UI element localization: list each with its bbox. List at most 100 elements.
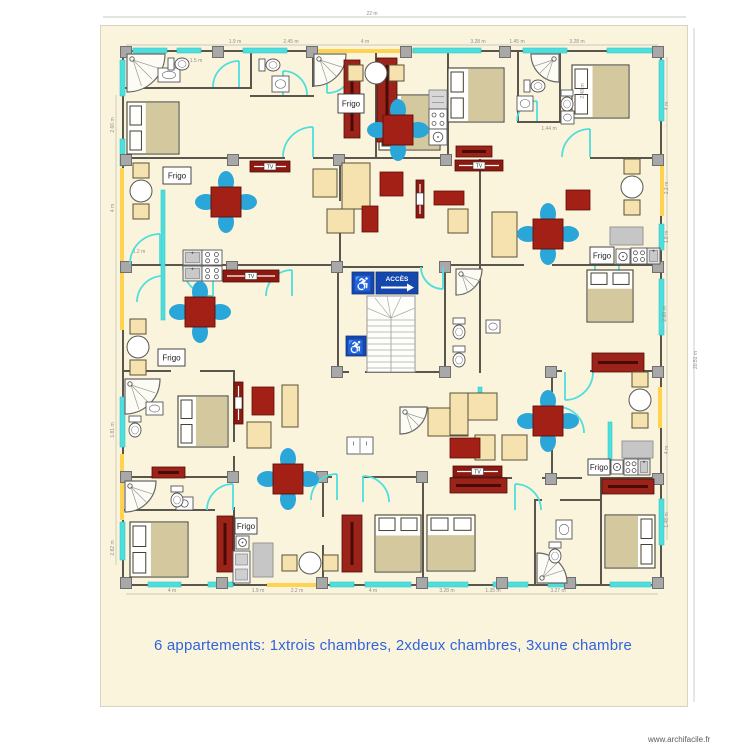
window-segment — [147, 581, 182, 588]
bed-pillow — [640, 518, 653, 539]
shower-head-icon — [129, 56, 135, 62]
wardrobe-label — [456, 484, 501, 487]
window-segment — [119, 521, 126, 561]
wall-segment — [551, 370, 553, 392]
wall-segment — [375, 52, 377, 159]
toilet-bowl-inner — [551, 551, 559, 561]
coffee-table — [251, 386, 275, 416]
wall-segment — [534, 499, 542, 501]
dimension-label: 2.2 m — [291, 588, 304, 594]
bed-blanket — [150, 523, 187, 576]
tv-screen-icon — [471, 467, 484, 476]
burner-icon — [633, 257, 638, 262]
sink-basin-icon — [519, 99, 531, 108]
fridge-label-box — [337, 93, 365, 114]
shower-spray-icon — [319, 59, 343, 68]
toilet-bowl-inner — [177, 60, 187, 68]
bed-blanket — [588, 288, 632, 321]
tv-screen-icon — [472, 161, 486, 170]
cooker-dot-icon — [241, 541, 244, 544]
window-segment — [119, 59, 126, 97]
chair — [631, 412, 649, 429]
window-segment — [522, 47, 568, 54]
shower-spray-icon — [461, 274, 469, 293]
sink-basin-icon — [149, 404, 160, 413]
fridge-label: Frigo — [593, 251, 612, 260]
sink — [516, 95, 534, 112]
window-segment — [658, 223, 665, 251]
watermark-link[interactable]: www.archifacile.fr — [648, 735, 711, 744]
coffee-table — [361, 205, 379, 233]
wardrobe-label — [598, 361, 638, 364]
wardrobe-label — [158, 471, 179, 474]
shower-spray-icon — [132, 59, 160, 69]
structural-pillar — [439, 261, 451, 273]
bed-pillow — [378, 517, 396, 532]
door-arc — [136, 275, 164, 303]
sink — [485, 319, 501, 334]
stair-winder — [390, 296, 402, 319]
sink — [271, 75, 290, 93]
dining-table — [532, 218, 564, 250]
toilet-bowl — [174, 57, 190, 71]
structural-pillar — [306, 46, 318, 58]
window-segment — [658, 498, 665, 546]
door-arc — [564, 371, 594, 401]
toilet-bowl — [452, 352, 466, 368]
structural-pillar — [499, 46, 511, 58]
burner-icon — [213, 268, 219, 273]
sink — [555, 519, 573, 540]
burner-icon — [431, 121, 437, 126]
dimension-label: 1.45 m — [509, 39, 524, 45]
sofa — [281, 384, 299, 428]
dimension-label: 2.66 m — [110, 117, 116, 132]
dimension-label: 2.2 m — [664, 182, 670, 195]
shower-spray-icon — [405, 412, 425, 420]
wall-segment — [339, 159, 341, 201]
bed-pillow — [430, 517, 449, 531]
wall-segment — [600, 477, 602, 585]
structural-pillar — [333, 154, 345, 166]
faucet-icon — [191, 251, 194, 254]
toilet-tank — [523, 79, 531, 93]
sink-basin — [640, 461, 648, 473]
bed-pillow — [132, 552, 147, 574]
structural-pillar — [227, 471, 239, 483]
chair — [388, 64, 405, 82]
shower-head-icon — [127, 381, 133, 387]
wall-segment — [213, 264, 339, 266]
cooker-ring-icon — [432, 131, 444, 143]
wall-segment — [123, 157, 285, 159]
toilet-bowl-inner — [455, 327, 463, 337]
round-table — [298, 551, 322, 575]
wardrobe-label — [385, 65, 389, 135]
shower-spray-icon — [546, 59, 554, 80]
right-arrow-head-icon — [407, 283, 414, 292]
structural-pillar — [400, 46, 412, 58]
bed-pillow — [129, 130, 142, 151]
tv-label: TV — [476, 164, 483, 170]
wall-segment — [123, 87, 252, 89]
chair — [129, 359, 147, 376]
tv-label: TV — [248, 274, 255, 280]
dimension-label: 1.48 m — [664, 512, 670, 527]
wardrobe-label — [608, 485, 648, 488]
wall-segment — [123, 509, 215, 511]
stove-unit — [630, 247, 648, 265]
structural-pillar — [416, 471, 428, 483]
wall-segment — [200, 370, 235, 372]
toilet-bowl-inner — [268, 61, 278, 69]
shower-spray-icon — [130, 384, 156, 394]
bed-pillow — [590, 272, 608, 285]
toilet-bowl — [548, 548, 562, 564]
wall-segment — [552, 264, 662, 266]
burner-icon — [439, 112, 445, 118]
window-segment — [492, 581, 529, 588]
burner-icon — [205, 268, 211, 273]
dimension-label: 1.44 m — [541, 126, 556, 132]
wall-segment — [339, 233, 341, 266]
wall-segment — [534, 499, 536, 584]
shower-spray-icon — [533, 59, 554, 67]
bed-pillow — [574, 94, 589, 115]
bed-pillow — [132, 525, 147, 547]
